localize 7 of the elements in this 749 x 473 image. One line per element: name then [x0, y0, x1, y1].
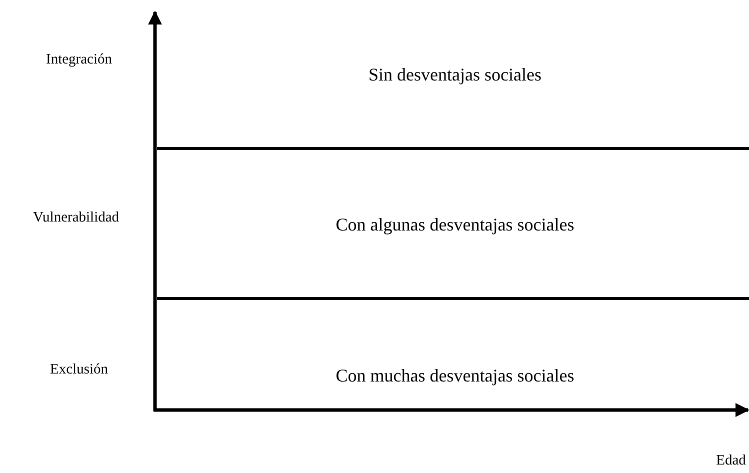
- level-label: Vulnerabilidad: [32, 210, 120, 226]
- level-label: Exclusión: [50, 362, 108, 378]
- band-label: Con muchas desventajas sociales: [336, 366, 574, 386]
- level-label: Integración: [46, 52, 112, 68]
- axis-label: Edad: [716, 452, 746, 470]
- band-label: Sin desventajas sociales: [368, 64, 542, 86]
- band-label: Con algunas desventajas sociales: [336, 214, 574, 236]
